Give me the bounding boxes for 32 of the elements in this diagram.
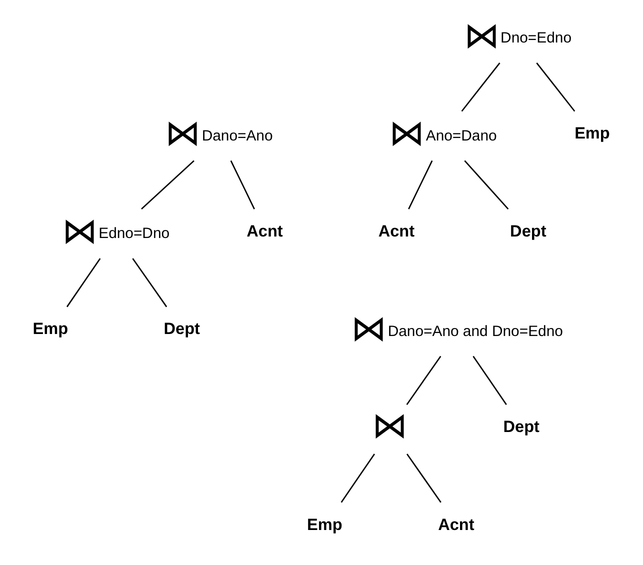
node-text: ⋈ [164, 114, 200, 154]
node-text: Acnt [378, 222, 414, 240]
node-label: Dno=Edno [500, 30, 572, 47]
connector [340, 454, 375, 503]
connector [460, 62, 500, 112]
connector [408, 160, 432, 210]
node-text: Dept [163, 320, 200, 338]
connector [66, 258, 100, 308]
node-text: ⋈ [463, 16, 498, 56]
node-label: Edno=Dno [98, 225, 170, 242]
node-text: ⋈ [61, 212, 96, 251]
connector [132, 258, 167, 308]
connector [406, 356, 441, 405]
node-label: Dano=Ano [201, 127, 272, 144]
node-text: ⋈ [350, 310, 386, 349]
connector [230, 160, 254, 210]
node-text: Acnt [438, 516, 474, 534]
node-text: ⋈ [372, 406, 407, 446]
node-text: Dept [502, 418, 539, 436]
connector [406, 454, 441, 503]
node-text: Emp [574, 124, 610, 143]
node-text: Emp [32, 320, 68, 338]
node-text: Acnt [246, 222, 282, 240]
connector [140, 160, 194, 210]
node-text: ⋈ [388, 114, 424, 154]
node-text: Emp [306, 516, 342, 534]
connector [464, 160, 508, 210]
connector [472, 356, 506, 405]
node-label: Ano=Dano [425, 127, 496, 144]
connector [536, 62, 575, 112]
node-text: Dept [510, 222, 546, 240]
node-label: Dano=Ano and Dno=Edno [387, 322, 562, 340]
